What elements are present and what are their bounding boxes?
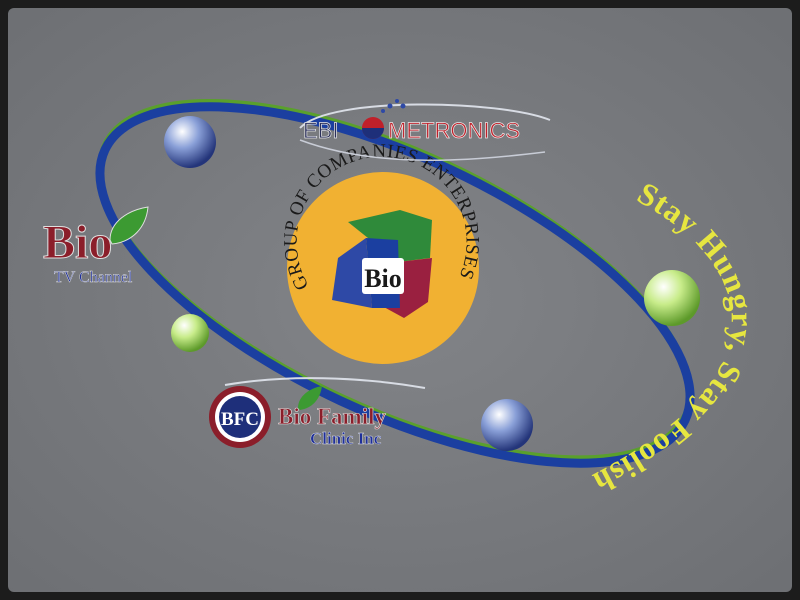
bio-tv-word: Bio xyxy=(43,216,112,269)
blue-sphere xyxy=(481,399,533,451)
center-logo: Bio GROUP OF COMPANIES ENTERPRISES xyxy=(280,141,482,364)
ebi-text: EBI xyxy=(303,118,338,143)
center-badge: Bio xyxy=(364,264,402,293)
leaf-icon xyxy=(298,386,322,410)
metronics-text: METRONICS xyxy=(388,118,520,143)
bfc-badge: BFC xyxy=(221,409,259,430)
bfc-logo: BFC Bio Family Clinic Inc xyxy=(209,377,426,448)
green-sphere xyxy=(171,314,209,352)
bio-tv-subtitle: TV Channel xyxy=(54,269,133,286)
bfc-line1: Bio Family xyxy=(278,404,386,429)
blue-sphere xyxy=(164,116,216,168)
green-sphere xyxy=(644,270,700,326)
bio-tv-logo: Bio TV Channel xyxy=(43,206,149,286)
orbit-ring xyxy=(95,99,695,468)
ebi-metronics-logo: EBI METRONICS xyxy=(299,99,551,161)
leaf-icon xyxy=(109,206,149,245)
bfc-line2: Clinic Inc xyxy=(310,429,382,448)
